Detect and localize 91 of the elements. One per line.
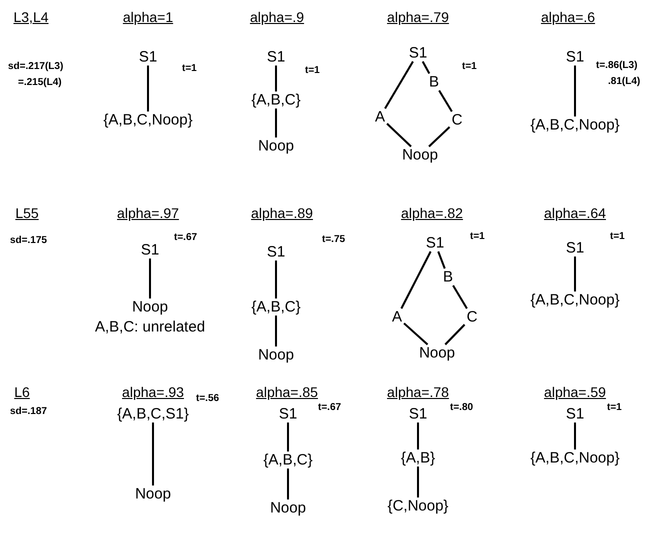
connector-line [152,422,154,486]
connector-line [417,422,419,450]
state-label: {A,B,C,S1} [116,406,190,422]
state-label: S1 [138,50,158,64]
panel-heading: alpha=.89 [251,206,313,220]
state-label: A [391,310,403,324]
parameter-annotation: t=.67 [174,233,198,243]
panel-heading: alpha=.6 [540,10,596,24]
state-label: {A,B,C,Noop} [529,450,621,466]
state-label: Noop [134,486,172,502]
state-label: {A,B,C,Noop} [529,118,621,132]
parameter-annotation: sd=.187 [10,407,47,417]
state-label: S1 [564,406,586,422]
state-label: {A,B,C} [262,452,314,468]
parameter-annotation: t=1 [610,232,625,242]
state-label: Noop [131,300,169,314]
panel-heading: alpha=.85 [256,385,318,399]
parameter-annotation: t=1 [182,64,197,74]
connector-line [287,468,289,500]
connector-line [384,60,414,110]
state-label: Noop [401,148,439,162]
parameter-annotation: sd=.175 [10,236,47,246]
panel-heading: L55 [15,206,39,220]
state-label: C [466,310,478,324]
panel-heading: alpha=.82 [401,206,463,220]
panel-heading: alpha=.97 [117,206,179,220]
panel-heading: alpha=.78 [387,385,449,399]
state-label: S1 [564,240,586,256]
connector-line [403,322,428,346]
panel-heading: L3,L4 [13,10,49,24]
state-label: B [442,270,454,284]
panel-heading: L6 [14,385,30,399]
panel-heading: alpha=1 [122,10,174,24]
connector-line [574,256,576,292]
connector-line [275,260,277,298]
state-label: {A,B} [400,450,436,466]
parameter-annotation: .81(L4) [608,77,640,87]
parameter-annotation: sd=.217(L3) [8,62,64,72]
connector-line [417,466,419,498]
state-label: S1 [424,236,446,250]
connector-line [287,422,289,452]
state-label: Noop [257,138,295,154]
state-label: S1 [266,244,286,260]
parameter-annotation: t=1 [470,232,485,242]
parameter-annotation: t=.67 [318,403,342,413]
state-label: S1 [278,406,298,422]
connector-line [452,284,468,310]
state-label: S1 [408,46,428,60]
state-label: Noop [257,348,295,362]
panel-heading: alpha=.79 [387,10,449,24]
panel-heading: alpha=.9 [250,10,304,24]
connector-line [400,251,432,309]
state-label: S1 [140,242,160,258]
parameter-annotation: t=.80 [450,403,474,413]
parameter-annotation: =.215(L4) [18,78,62,88]
connector-line [275,108,277,138]
connector-line [574,66,576,116]
state-label: {A,B,C,Noop} [102,112,194,128]
state-label: S1 [266,50,286,64]
connector-line [422,61,430,74]
connector-line [574,422,576,450]
state-label: {A,B,C} [250,300,302,314]
parameter-annotation: t=.86(L3) [596,61,638,71]
parameter-annotation: t=1 [607,403,622,413]
state-label: Noop [269,500,307,516]
connector-line [444,324,466,346]
connector-line [275,66,277,92]
connector-line [386,122,412,148]
state-label: {A,B,C} [250,92,302,108]
state-label: B [428,74,440,90]
connector-line [149,258,151,298]
panel-heading: alpha=.59 [544,385,606,399]
panel-heading: alpha=.93 [122,385,184,399]
connector-line [147,66,149,112]
state-label: {C,Noop} [386,498,450,514]
note-text: A,B,C: unrelated [94,320,206,334]
parameter-annotation: t=.75 [322,235,346,245]
connector-line [438,90,453,112]
connector-line [428,126,450,148]
connector-line [437,251,446,269]
state-label: C [450,112,464,128]
parameter-annotation: t=1 [462,62,477,72]
state-label: Noop [418,346,456,360]
connector-line [275,316,277,346]
state-label: S1 [564,50,586,64]
state-label: A [374,110,386,124]
parameter-annotation: t=.56 [196,394,220,404]
state-label: {A,B,C,Noop} [529,292,621,308]
panel-heading: alpha=.64 [544,206,606,220]
state-label: S1 [408,406,428,422]
parameter-annotation: t=1 [305,66,320,76]
